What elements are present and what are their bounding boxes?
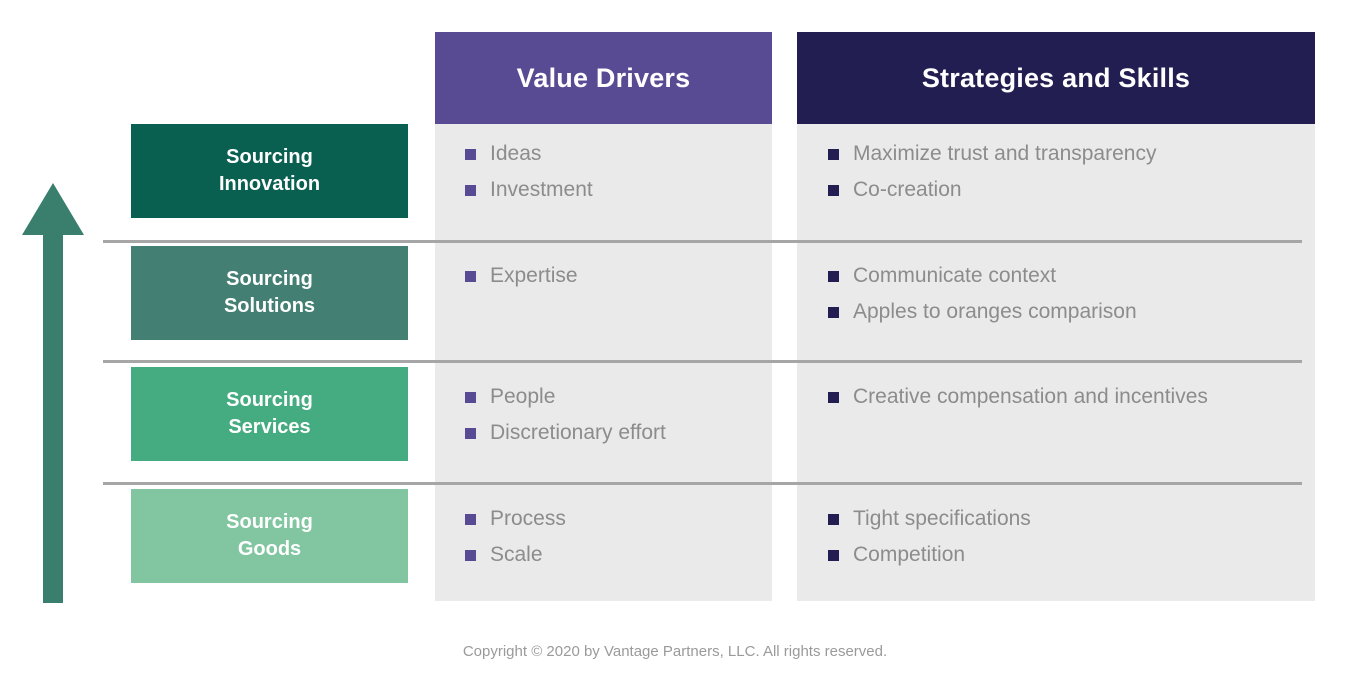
list-item: Maximize trust and transparency — [828, 142, 1303, 167]
bullet-square-icon — [828, 184, 839, 196]
stage-label-line1: Sourcing — [226, 389, 313, 412]
copyright-notice: Copyright © 2020 by Vantage Partners, LL… — [462, 643, 888, 660]
row-divider — [103, 240, 1302, 243]
bullet-square-icon — [465, 392, 476, 403]
value-drivers-list: Expertise — [465, 264, 765, 300]
list-item-label: Competition — [853, 542, 966, 566]
strategies-skills-list: Communicate context Apples to oranges co… — [828, 264, 1303, 336]
stage-label-line2: Goods — [237, 538, 302, 560]
list-item-label: Maximize trust and transparency — [853, 142, 1157, 165]
list-item-label: People — [490, 385, 556, 408]
list-item-label: Tight specifications — [853, 507, 1031, 530]
column-header-strategies-skills: Strategies and Skills — [797, 32, 1315, 124]
list-item: Co-creation — [828, 178, 1303, 203]
stage-label-sourcing-innovation: Sourcing Innovation — [131, 124, 408, 218]
stage-label-line2: Innovation — [218, 173, 321, 195]
stage-label-line2: Solutions — [223, 295, 316, 317]
list-item-label: Co-creation — [853, 177, 962, 201]
stage-label-sourcing-services: Sourcing Services — [131, 367, 408, 461]
list-item-label: Creative compensation and incentives — [853, 385, 1208, 408]
list-item: Investment — [465, 178, 765, 203]
list-item: Scale — [465, 543, 765, 568]
column-header-value-drivers: Value Drivers — [435, 32, 772, 124]
table-row: Sourcing Goods Process Scale Tight speci… — [0, 489, 1350, 611]
bullet-square-icon — [828, 271, 839, 282]
list-item: Apples to oranges comparison — [828, 300, 1303, 325]
list-item-label: Investment — [490, 177, 593, 201]
list-item-label: Process — [490, 507, 566, 530]
bullet-square-icon — [828, 514, 839, 525]
list-item-label: Ideas — [490, 142, 542, 165]
list-item: Discretionary effort — [465, 421, 765, 446]
list-item: People — [465, 385, 765, 410]
strategies-skills-list: Tight specifications Competition — [828, 507, 1303, 579]
bullet-square-icon — [465, 427, 476, 439]
list-item: Expertise — [465, 264, 765, 289]
list-item: Competition — [828, 543, 1303, 568]
row-divider — [103, 482, 1302, 485]
strategies-skills-list: Creative compensation and incentives — [828, 385, 1303, 421]
list-item: Communicate context — [828, 264, 1303, 289]
value-drivers-list: Process Scale — [465, 507, 765, 579]
row-divider — [103, 360, 1302, 363]
strategies-skills-list: Maximize trust and transparency Co-creat… — [828, 142, 1303, 214]
list-item-label: Discretionary effort — [490, 420, 666, 444]
list-item-label: Expertise — [490, 264, 578, 287]
upward-maturity-arrow — [22, 183, 84, 603]
list-item-label: Communicate context — [853, 264, 1057, 287]
stage-label-sourcing-goods: Sourcing Goods — [131, 489, 408, 583]
list-item: Creative compensation and incentives — [828, 385, 1303, 410]
value-drivers-list: Ideas Investment — [465, 142, 765, 214]
value-drivers-list: People Discretionary effort — [465, 385, 765, 457]
table-row: Sourcing Innovation Ideas Investment Max… — [0, 124, 1350, 246]
stage-label-line1: Sourcing — [226, 146, 313, 169]
bullet-square-icon — [465, 514, 476, 525]
stage-label-line2: Services — [228, 416, 311, 438]
bullet-square-icon — [828, 549, 839, 561]
stage-label-sourcing-solutions: Sourcing Solutions — [131, 246, 408, 340]
stage-label-line1: Sourcing — [226, 268, 313, 291]
bullet-square-icon — [828, 306, 839, 318]
bullet-square-icon — [465, 184, 476, 196]
list-item: Ideas — [465, 142, 765, 167]
stage-label-line1: Sourcing — [226, 511, 313, 534]
bullet-square-icon — [465, 549, 476, 561]
bullet-square-icon — [465, 149, 476, 160]
bullet-square-icon — [828, 392, 839, 403]
list-item: Process — [465, 507, 765, 532]
table-row: Sourcing Services People Discretionary e… — [0, 367, 1350, 489]
bullet-square-icon — [828, 149, 839, 160]
list-item-label: Scale — [490, 542, 543, 566]
bullet-square-icon — [465, 271, 476, 282]
list-item: Tight specifications — [828, 507, 1303, 532]
list-item-label: Apples to oranges comparison — [853, 299, 1137, 323]
table-row: Sourcing Solutions Expertise Communicate… — [0, 246, 1350, 368]
